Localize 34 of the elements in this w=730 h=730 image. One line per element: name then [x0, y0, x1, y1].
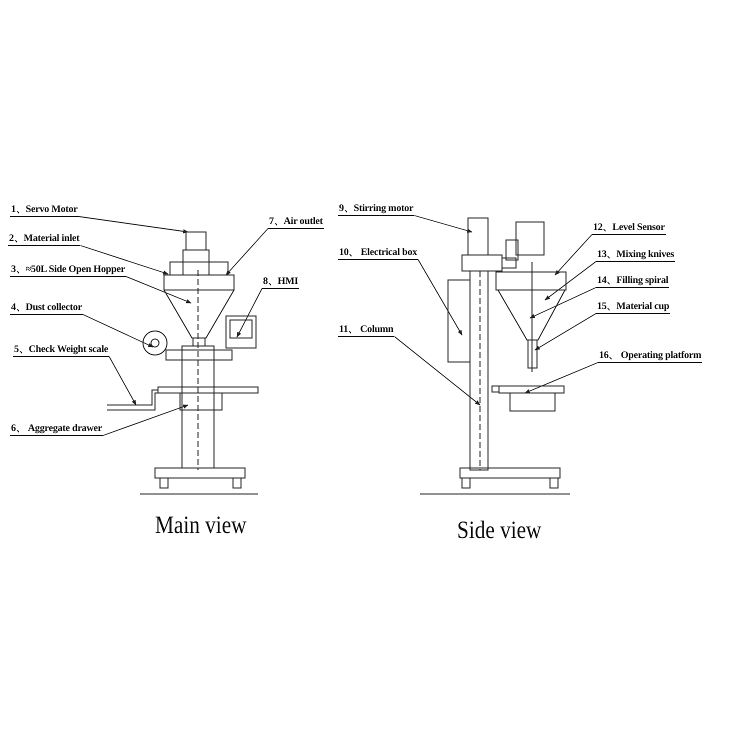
leader-line	[530, 287, 596, 318]
part-label: 4、Dust collector	[10, 302, 83, 315]
leader-line	[82, 314, 154, 348]
part-label: 7、Air outlet	[268, 216, 324, 229]
leader-line	[78, 216, 189, 234]
part-label: 15、Material cup	[596, 301, 670, 314]
part-label: 1、Servo Motor	[10, 204, 79, 217]
part-label: 11、 Column	[338, 324, 394, 337]
part-label: 5、Check Weight scale	[13, 344, 110, 357]
part-label: 2、Material inlet	[8, 233, 80, 246]
leader-line	[236, 288, 262, 338]
view-caption: Main view	[155, 512, 246, 540]
part-label: 6、 Aggregate drawer	[10, 423, 103, 436]
part-label: 14、Filling spiral	[596, 275, 670, 288]
leader-line	[394, 336, 480, 406]
leader-line	[418, 259, 462, 336]
part-label: 16、 Operating platform	[598, 350, 702, 363]
part-label: 9、Stirring motor	[338, 203, 414, 216]
leader-line	[126, 276, 192, 304]
leader-line	[226, 228, 268, 276]
part-label: 10、 Electrical box	[338, 247, 418, 260]
part-label: 8、HMI	[262, 276, 300, 289]
leader-line	[108, 356, 136, 406]
leader-line	[80, 245, 169, 275]
leader-line	[102, 404, 188, 436]
leader-line	[414, 215, 473, 233]
leader-line	[524, 362, 598, 394]
part-label: 3、≈50L Side Open Hopper	[10, 264, 126, 277]
leader-line	[544, 261, 596, 300]
leader-line	[534, 313, 596, 350]
view-caption: Side view	[457, 517, 542, 545]
leader-line	[554, 234, 592, 276]
part-label: 12、Level Sensor	[592, 222, 666, 235]
part-label: 13、Mixing knives	[596, 249, 676, 262]
